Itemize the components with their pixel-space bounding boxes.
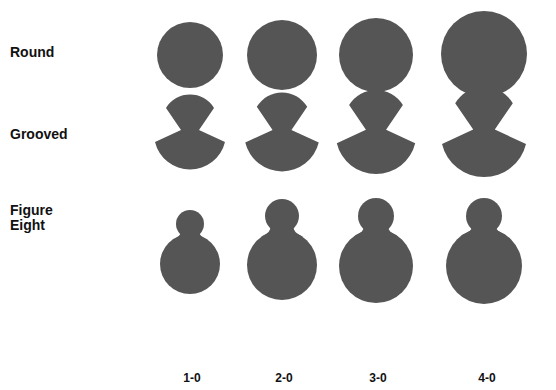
grooved-wire <box>245 93 319 172</box>
size-label: 1-0 <box>183 372 200 385</box>
size-label: 4-0 <box>478 372 495 385</box>
row-label: Round <box>10 45 80 60</box>
figure-eight-wire <box>247 199 317 300</box>
grooved-wire <box>337 90 415 174</box>
row-label: Grooved <box>10 127 80 142</box>
round-wire <box>247 20 317 90</box>
round-wire <box>441 11 527 97</box>
grooved-wire <box>155 94 225 169</box>
figure-eight-wire <box>446 198 522 304</box>
figure-eight-wire <box>160 210 220 294</box>
row-label: Figure Eight <box>10 203 80 234</box>
size-label: 3-0 <box>369 372 386 385</box>
grooved-wire <box>442 87 526 177</box>
round-wire <box>339 18 413 92</box>
figure-eight-wire <box>339 198 413 303</box>
size-label: 2-0 <box>275 372 292 385</box>
round-wire <box>157 22 223 88</box>
